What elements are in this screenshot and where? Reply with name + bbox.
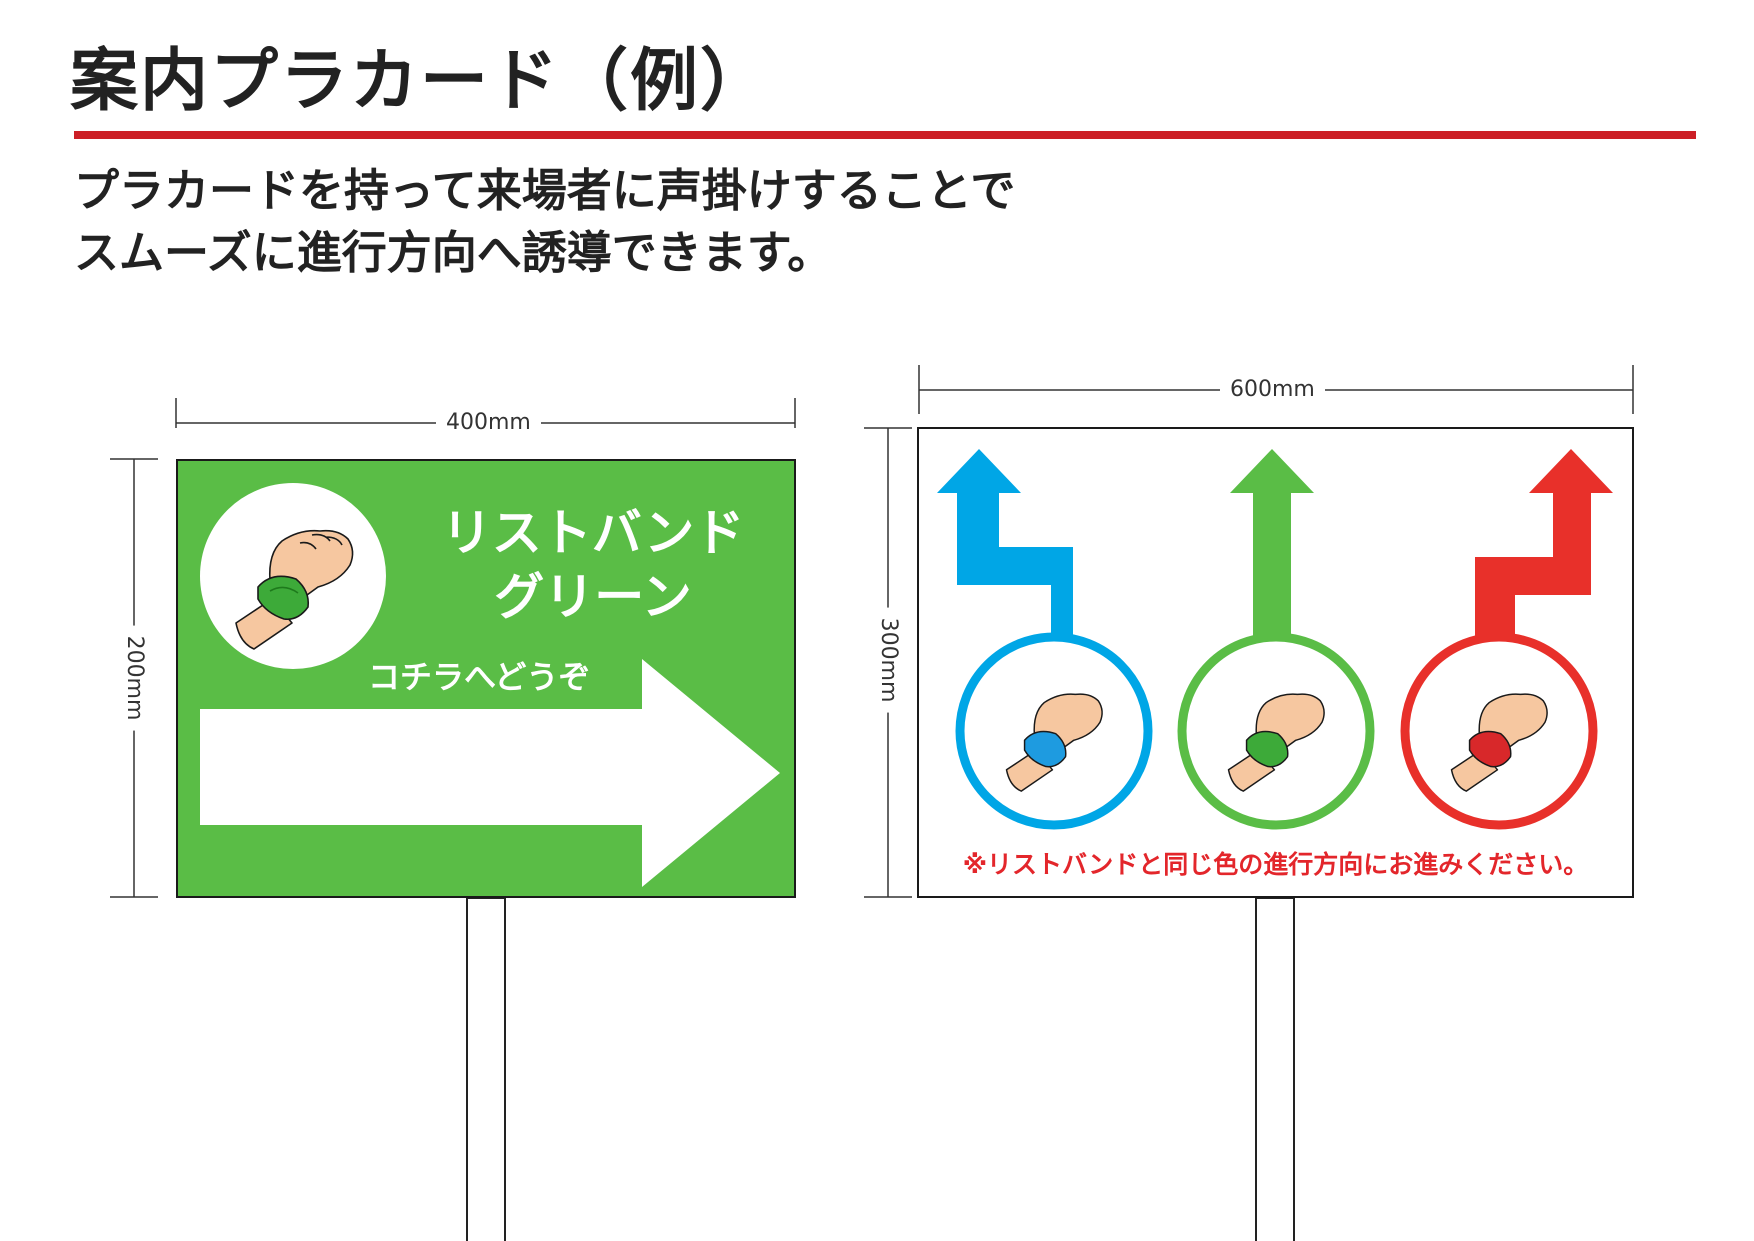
right-turn-up-arrow-icon	[1475, 449, 1613, 639]
multi-height-label: 300mm	[875, 607, 901, 713]
wristband-hand-icon	[1227, 693, 1325, 792]
wristband-hand-icon	[1005, 693, 1103, 792]
green-sign-title-line-2: グリーン	[494, 568, 692, 626]
direction-notice: ※リストバンドと同じ色の進行方向にお進みください。	[962, 850, 1589, 879]
title-underline	[74, 131, 1696, 139]
left-turn-up-arrow-icon	[937, 449, 1073, 639]
multi-sign-pole	[1255, 897, 1295, 1241]
right-arrow-icon	[200, 659, 780, 887]
green-sign-title: リストバンド グリーン	[408, 501, 778, 629]
green-height-label: 200mm	[121, 625, 147, 731]
description: プラカードを持って来場者に声掛けすることで スムーズに進行方向へ誘導できます。	[74, 160, 1015, 284]
green-sign-pole	[466, 897, 506, 1241]
green-width-label: 400mm	[436, 410, 541, 436]
multi-direction-placard: ※リストバンドと同じ色の進行方向にお進みください。	[917, 427, 1634, 898]
lane-graphics	[937, 449, 1613, 830]
wristband-badge	[200, 483, 386, 669]
green-sign-title-line-1: リストバンド	[441, 504, 745, 562]
straight-up-arrow-icon	[1230, 449, 1314, 639]
wristband-hand-icon	[235, 529, 354, 650]
multi-width-label: 600mm	[1220, 377, 1325, 403]
wristband-hand-icon	[1450, 693, 1548, 792]
description-line-1: プラカードを持って来場者に声掛けすることで	[74, 164, 1016, 217]
page-title: 案内プラカード（例）	[70, 42, 771, 121]
description-line-2: スムーズに進行方向へ誘導できます。	[74, 226, 833, 279]
green-placard: リストバンド グリーン コチラへどうぞ	[176, 459, 796, 898]
green-sign-subtitle: コチラへどうぞ	[368, 658, 591, 696]
